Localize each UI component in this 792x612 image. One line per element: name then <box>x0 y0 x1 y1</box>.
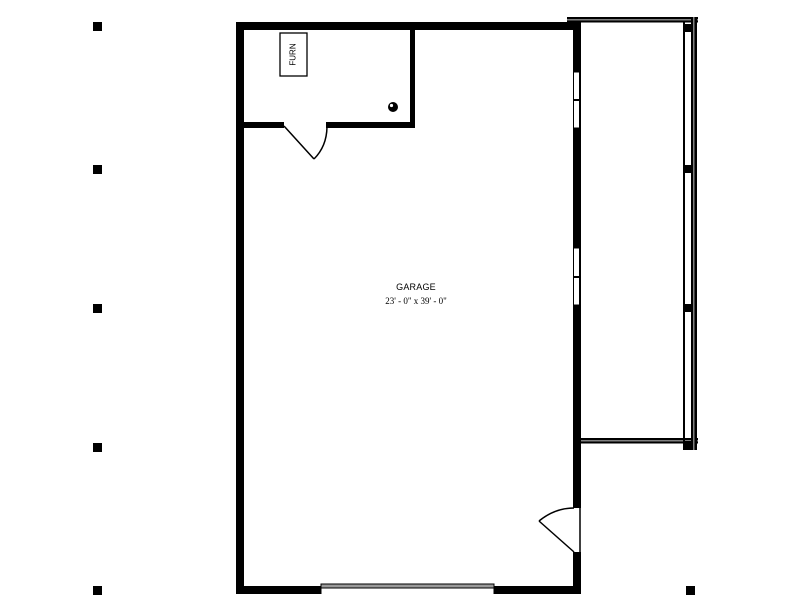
room-dimensions: 23' - 0" x 39' - 0" <box>385 296 447 306</box>
furnace-label-text: FURN <box>289 43 298 66</box>
grid-marker <box>93 586 102 595</box>
grid-marker <box>93 304 102 313</box>
side-porch <box>567 17 698 450</box>
exterior-walls <box>236 22 581 594</box>
water-heater-icon <box>388 102 398 112</box>
furnace-box <box>279 32 308 77</box>
grid-marker <box>93 443 102 452</box>
room-name: GARAGE <box>396 282 436 292</box>
garage-door <box>320 583 495 594</box>
grid-marker <box>93 165 102 174</box>
furnace-label: FURN <box>280 33 307 76</box>
east-door <box>538 507 581 553</box>
east-window-middle <box>573 247 581 306</box>
grid-marker <box>686 586 695 595</box>
grid-markers <box>93 22 695 595</box>
mechanical-door <box>283 125 328 160</box>
east-window-upper <box>573 71 581 129</box>
grid-marker <box>93 22 102 31</box>
mechanical-room-walls <box>236 22 415 128</box>
